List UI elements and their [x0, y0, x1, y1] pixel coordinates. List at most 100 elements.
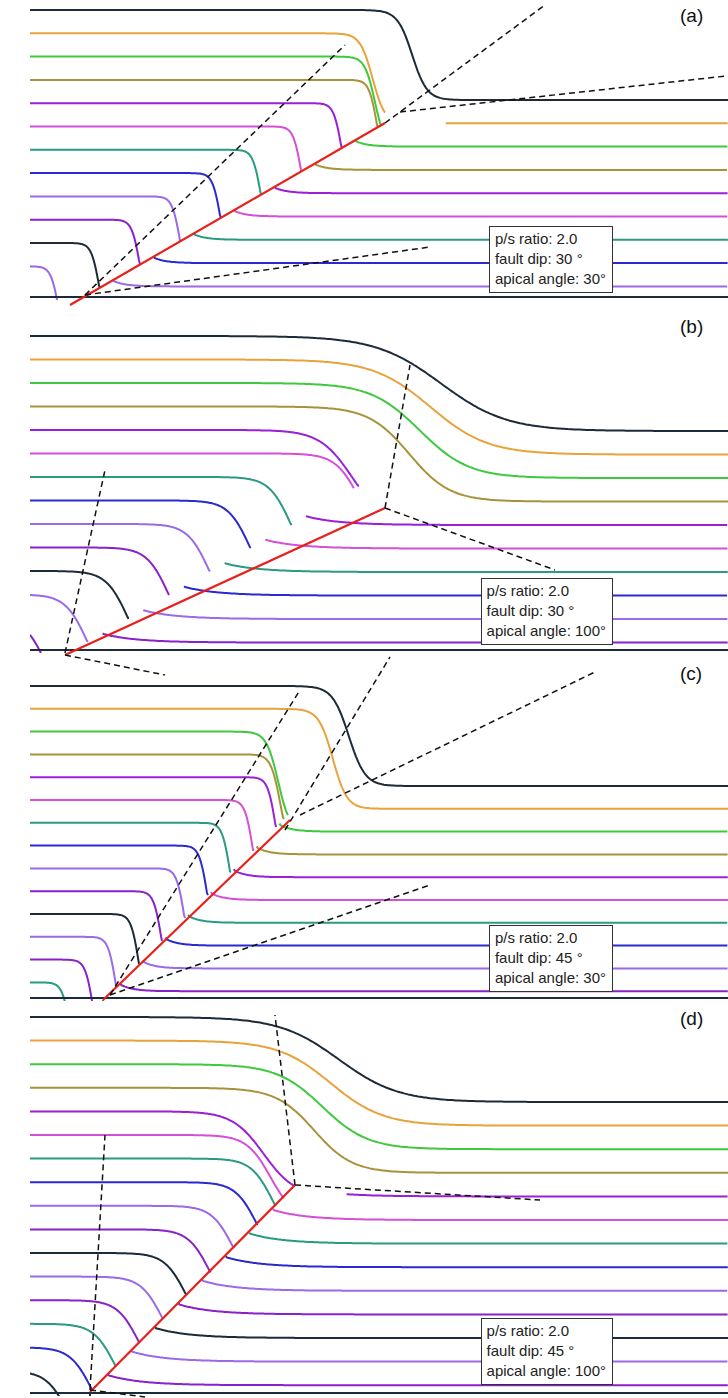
parameter-text: p/s ratio: 2.0	[487, 1321, 606, 1341]
stratum-line	[30, 10, 728, 100]
stratum-line	[194, 233, 728, 239]
stratum-line	[30, 407, 728, 502]
stratum-line	[188, 915, 727, 923]
stratum-line	[30, 709, 728, 809]
stratum-line	[30, 649, 728, 651]
stratum-line	[30, 33, 385, 112]
stratum-line	[30, 595, 88, 642]
stratum-line	[30, 1206, 234, 1248]
stratum-line	[30, 1111, 295, 1186]
strata-layers	[30, 10, 728, 1398]
panel-strata	[30, 1017, 728, 1396]
stratum-line	[257, 846, 728, 854]
fault-line	[70, 123, 385, 305]
stratum-line	[30, 1064, 728, 1149]
parameter-text: p/s ratio: 2.0	[487, 581, 606, 601]
panel-label: (d)	[680, 1008, 703, 1030]
stratum-line	[30, 732, 288, 815]
panel-label: (c)	[680, 663, 702, 685]
stratum-line	[179, 1303, 728, 1314]
parameter-text: fault dip: 45 °	[487, 1341, 606, 1361]
stratum-line	[30, 1392, 728, 1394]
stratum-line	[30, 1088, 728, 1173]
stratum-line	[234, 869, 728, 877]
dashed-line	[90, 1135, 105, 1390]
stratum-line	[30, 891, 162, 941]
parameter-text: apical angle: 100°	[487, 621, 606, 641]
stratum-line	[30, 1041, 728, 1126]
trishear-boundaries	[65, 5, 726, 1397]
stratum-line	[143, 610, 727, 619]
stratum-line	[266, 539, 728, 548]
dashed-line	[90, 1390, 145, 1397]
stratum-line	[202, 1280, 727, 1291]
stratum-line	[131, 1351, 727, 1362]
panel-strata	[30, 686, 728, 1001]
stratum-line	[30, 800, 254, 850]
stratum-line	[30, 960, 103, 1001]
stratum-line	[143, 960, 728, 968]
stratum-line	[315, 164, 727, 170]
stratum-line	[355, 140, 727, 146]
stratum-line	[306, 516, 727, 525]
stratum-line	[234, 210, 727, 216]
parameter-box: p/s ratio: 2.0fault dip: 45 °apical angl…	[481, 1318, 613, 1385]
panel-strata	[30, 336, 728, 653]
parameter-box: p/s ratio: 2.0fault dip: 30 °apical angl…	[489, 226, 613, 293]
stratum-line	[273, 1209, 728, 1220]
stratum-line	[165, 938, 727, 946]
stratum-line	[155, 1327, 728, 1338]
dashed-line	[300, 672, 595, 815]
dashed-line	[110, 885, 430, 995]
stratum-line	[211, 892, 728, 900]
stratum-line	[30, 243, 100, 288]
dashed-line	[385, 365, 410, 508]
stratum-line	[30, 997, 728, 999]
parameter-text: p/s ratio: 2.0	[495, 928, 606, 948]
stratum-line	[30, 571, 129, 618]
stratum-line	[184, 586, 727, 595]
parameter-text: apical angle: 30°	[495, 968, 606, 988]
fault-line	[90, 1185, 295, 1392]
parameter-text: fault dip: 30 °	[487, 601, 606, 621]
fault-line	[103, 820, 290, 1000]
parameter-text: fault dip: 45 °	[495, 948, 606, 968]
stratum-line	[347, 1194, 728, 1196]
stratum-line	[225, 563, 728, 572]
stratum-line	[30, 296, 728, 298]
stratum-line	[30, 454, 354, 489]
stratum-line	[446, 122, 728, 124]
stratum-line	[30, 57, 381, 126]
parameter-text: apical angle: 30°	[495, 269, 606, 289]
stratum-line	[108, 1374, 728, 1385]
stratum-line	[30, 937, 117, 986]
stratum-line	[30, 1017, 728, 1102]
dashed-line	[85, 45, 345, 295]
stratum-line	[30, 1253, 187, 1295]
dashed-line	[400, 76, 726, 112]
stratum-line	[30, 1300, 140, 1342]
stratum-line	[30, 686, 728, 786]
stratum-line	[30, 1277, 163, 1319]
stratum-line	[275, 187, 728, 193]
stratum-line	[30, 1135, 284, 1198]
stratum-line	[120, 983, 728, 991]
stratum-line	[113, 280, 727, 286]
parameter-text: apical angle: 100°	[487, 1361, 606, 1381]
stratum-line	[103, 633, 728, 642]
stratum-line	[30, 914, 139, 964]
parameter-text: p/s ratio: 2.0	[495, 229, 606, 249]
stratum-line	[30, 846, 208, 895]
dashed-line	[110, 690, 300, 995]
stratum-line	[30, 754, 284, 819]
panel-label: (b)	[680, 316, 703, 338]
parameter-box: p/s ratio: 2.0fault dip: 30 °apical angl…	[481, 578, 613, 645]
dashed-line	[285, 657, 390, 830]
panel-strata	[30, 10, 728, 300]
dashed-line	[65, 655, 165, 675]
fault-line	[65, 508, 385, 655]
panel-label: (a)	[680, 5, 703, 27]
dashed-line	[85, 247, 430, 295]
stratum-line	[154, 257, 728, 263]
stratum-line	[279, 824, 727, 832]
